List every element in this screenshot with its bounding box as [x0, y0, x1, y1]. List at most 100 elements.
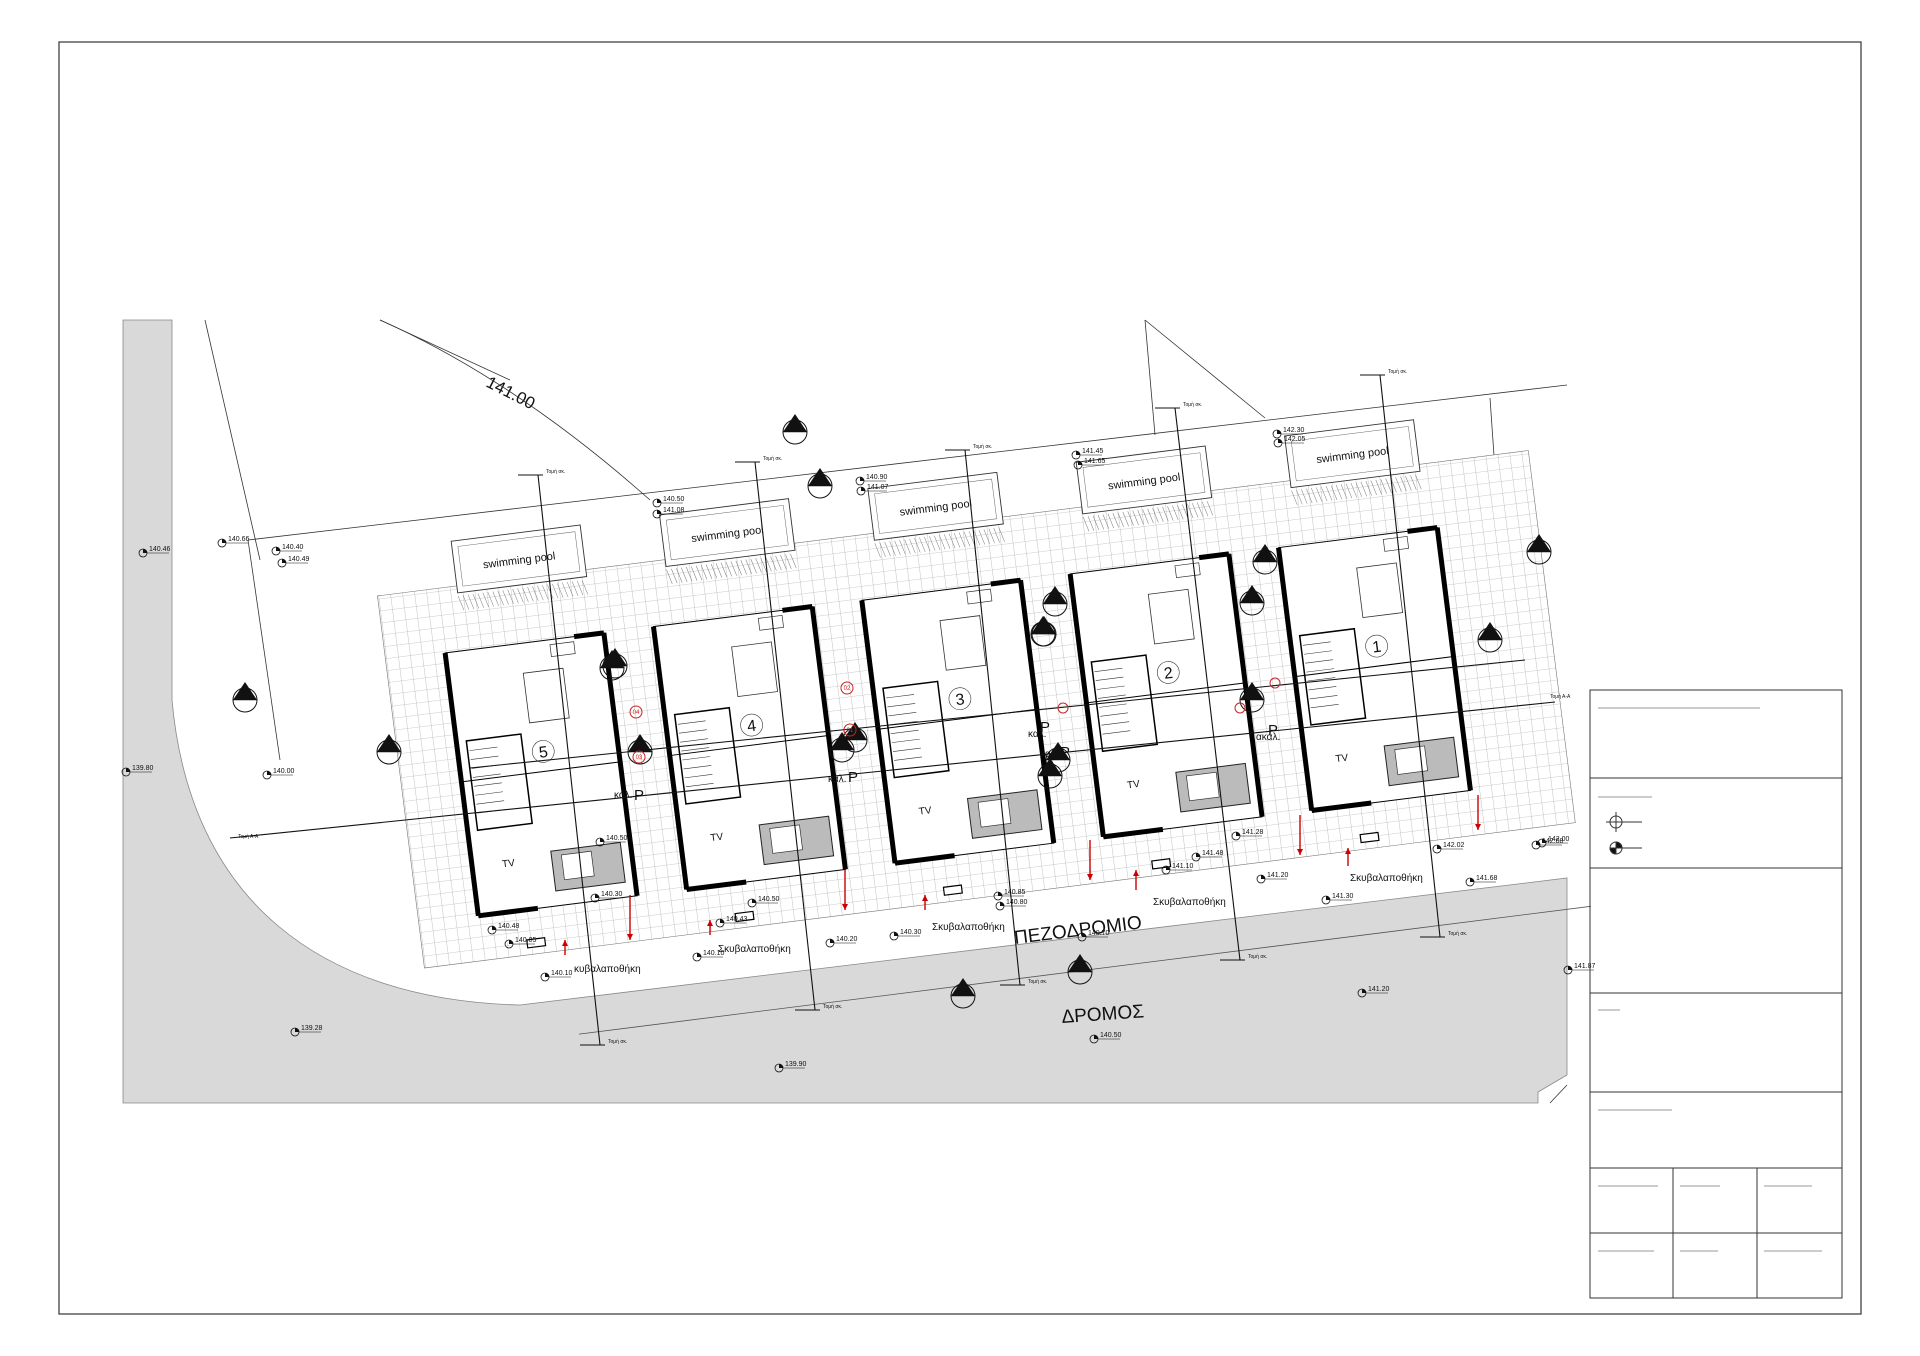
red-marker-circle	[1234, 702, 1246, 714]
pool-edge-hatch	[566, 581, 574, 597]
level-marker: 142.02	[1432, 842, 1465, 854]
section-symbol	[1037, 758, 1063, 789]
pool-edge-hatch	[914, 538, 921, 553]
pool-edge-hatch	[1087, 516, 1095, 531]
unit-walls	[859, 577, 1057, 866]
pool-2: swimming pool	[1075, 445, 1214, 532]
level-value: 140.10	[551, 970, 573, 977]
red-arrow-head	[922, 895, 928, 901]
pool-edge-hatch	[1345, 483, 1353, 499]
section-symbol	[1067, 954, 1093, 985]
pool-edge-hatch	[958, 532, 966, 548]
stair-tread	[474, 782, 502, 787]
level-marker-fill	[998, 892, 1002, 896]
stair-tread	[683, 765, 712, 770]
level-marker: 141.08	[652, 507, 685, 519]
pool-edge-hatch	[497, 590, 504, 606]
pool-edge-hatch	[537, 585, 544, 601]
level-value: 141.28	[1242, 829, 1264, 836]
pool-edge-hatch	[750, 558, 757, 574]
pool-edge-hatch	[889, 541, 896, 556]
pool-edge-hatch	[507, 589, 514, 605]
unit-stair	[882, 680, 950, 779]
pool-edge-hatch	[1385, 478, 1392, 494]
pool-edge-hatch	[1301, 489, 1308, 504]
pool-edge-hatch	[998, 527, 1005, 543]
unit-stair	[1298, 627, 1367, 726]
section-symbol	[807, 468, 833, 499]
level-marker-fill	[657, 510, 661, 514]
level-marker: 140.48	[487, 923, 520, 935]
level-marker: 142.08	[1531, 838, 1564, 850]
stair-tread	[1304, 650, 1332, 655]
pool-edge-hatch	[929, 536, 936, 551]
red-arrow	[1133, 870, 1139, 890]
parking-p-4: P	[634, 787, 644, 804]
pool-edge-hatch	[517, 588, 524, 603]
level-value: 140.30	[601, 891, 623, 898]
pool-edge-hatch	[1370, 480, 1377, 496]
bin-store-1: Σκυβαλαποθήκη	[1350, 872, 1423, 884]
pool-edge-hatch	[1340, 484, 1348, 499]
level-marker-fill	[276, 547, 280, 551]
stair-tread	[887, 703, 916, 708]
level-marker: 141.10	[1161, 863, 1194, 875]
parking-p-3b: P	[1040, 719, 1050, 736]
level-value: 140.50	[663, 496, 685, 503]
red-marker-label: 01	[847, 728, 854, 734]
level-marker-fill	[1196, 853, 1200, 857]
level-marker: 141.07	[856, 484, 889, 496]
stair-tread	[1310, 704, 1339, 709]
section-cut-label: Τομή σκ.	[763, 455, 782, 462]
pool-edge-hatch	[1355, 482, 1363, 497]
level-marker: 140.30	[590, 891, 623, 903]
level-marker-fill	[492, 926, 496, 930]
level-marker: 142.05	[1273, 436, 1306, 448]
level-value: 140.50	[606, 835, 628, 842]
pool-edge-hatch	[1127, 511, 1134, 526]
stair-tread	[685, 782, 714, 788]
stair-tread	[469, 746, 498, 751]
pool-edge-hatch	[1380, 479, 1387, 494]
section-symbol-pointer	[628, 734, 652, 752]
stair-tread	[891, 738, 920, 743]
level-value: 139.80	[132, 765, 154, 772]
unit-tv-label: TV	[1126, 779, 1140, 792]
unit-number-circle	[948, 687, 972, 711]
pool-edge-hatch	[676, 568, 683, 583]
pool-edge-hatch	[755, 558, 762, 573]
pool-edge-hatch	[1082, 516, 1090, 532]
pool-edge-hatch	[983, 529, 990, 544]
coffee-table	[560, 850, 595, 881]
unit-tv-label: TV	[1335, 753, 1349, 766]
pool-edge-hatch	[1107, 513, 1114, 529]
pool-edge-hatch	[1132, 510, 1139, 526]
parking-p-2: P	[1060, 744, 1070, 761]
red-marker-label: 02	[844, 686, 851, 692]
dining-table	[522, 667, 570, 724]
section-symbols	[232, 414, 1552, 1009]
pool-edge-hatch	[934, 535, 941, 551]
pool-edge-hatch	[542, 585, 549, 600]
unit-partition	[1086, 682, 1246, 704]
pool-edge-hatch	[1316, 487, 1323, 502]
stair-tread	[472, 773, 501, 778]
stair-tread	[886, 694, 915, 699]
pool-edge-hatch	[527, 586, 534, 602]
red-marker: 04	[629, 705, 643, 719]
pool-edge-hatch	[1296, 489, 1303, 505]
pool-edge-hatch	[939, 534, 946, 550]
red-arrow	[922, 895, 928, 910]
stair-tread	[1096, 685, 1125, 690]
pool-edge-hatch	[705, 564, 713, 579]
pool-edge-hatch	[904, 539, 911, 554]
pool-edge-hatch	[666, 569, 673, 584]
level-value: 141.30	[1332, 893, 1354, 900]
level-value: 142.30	[1283, 427, 1305, 434]
level-marker-fill	[1278, 439, 1282, 443]
bin-store-5: κυβαλαποθήκη	[574, 963, 641, 975]
level-marker-fill	[509, 940, 513, 944]
pool-edge-hatch	[790, 553, 797, 569]
